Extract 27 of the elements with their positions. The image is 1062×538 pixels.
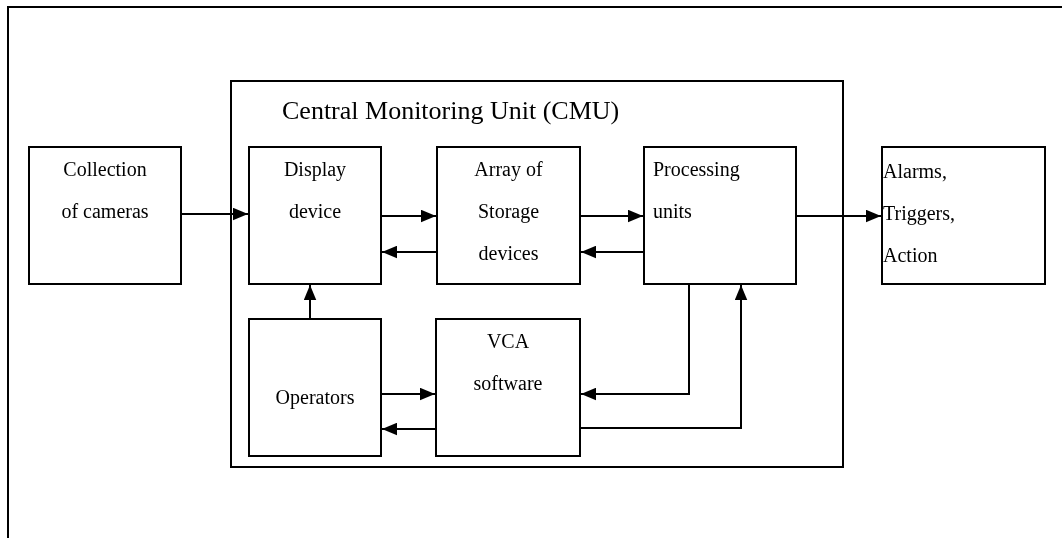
process-box (435, 318, 581, 457)
arrow (381, 422, 436, 436)
process-box (643, 146, 797, 285)
node-label: Collection of cameras (60, 157, 150, 224)
arrow (580, 209, 644, 223)
process-box (436, 146, 581, 285)
node-label: Processing units (653, 157, 741, 224)
arrow (181, 207, 249, 221)
process-box (881, 146, 1046, 285)
node-label: Array of Storage devices (473, 157, 544, 266)
arrow (381, 209, 437, 223)
arrow (580, 245, 644, 259)
arrow (381, 387, 436, 401)
process-box (248, 318, 382, 457)
process-box (248, 146, 382, 285)
arrow (381, 245, 437, 259)
node-label: VCA software (472, 329, 544, 396)
arrow (796, 209, 882, 223)
process-box (28, 146, 182, 285)
arrow (580, 284, 748, 429)
arrow (580, 284, 690, 401)
arrow (303, 284, 317, 319)
node-label: Operators (274, 385, 356, 411)
group-box (230, 80, 844, 468)
group-title: Central Monitoring Unit (CMU) (282, 95, 620, 127)
node-label: Alarms, Triggers, Action (883, 159, 957, 268)
node-label: Display device (282, 157, 348, 224)
